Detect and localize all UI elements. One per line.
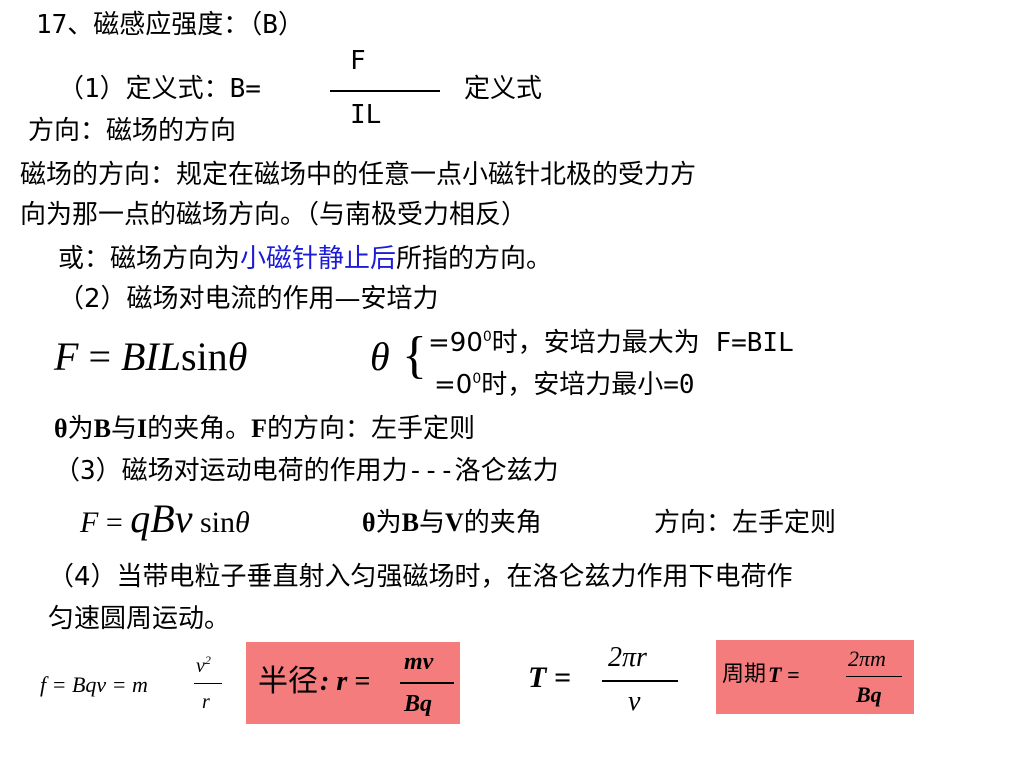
lorentz-note-B: B [401,508,419,537]
angle-note-F: F [251,414,267,443]
or-line-prefix: 或：磁场方向为 [58,244,241,274]
radius-lhs: : r = [320,666,371,697]
angle-note-t4: 的方向：左手定则 [266,414,475,444]
ampere-eq: = [88,334,111,379]
case-1-text: 时，安培力最大为 F=BIL [491,328,794,358]
period-formula-box [716,640,914,714]
angle-note-theta: θ [54,414,68,443]
case-2-degree: 0 [472,371,482,387]
period-v-denominator: v [628,686,641,717]
paragraph-line-1: 磁场的方向：规定在磁场中的任意一点小磁针北极的受力方 [20,160,697,190]
force-formula-lhs: f = Bqv = m [40,672,148,697]
direction-line: 方向：磁场的方向 [28,116,237,146]
ampere-theta: θ [227,334,248,379]
radius-denominator: Bq [404,691,433,717]
section-3-heading: （3）磁场对运动电荷的作用力---洛仑兹力 [54,456,559,486]
case-2-value: =0 [434,370,473,400]
lorentz-note-t1: 为 [375,508,402,538]
angle-note-t2: 与 [110,414,137,444]
lorentz-note-t2: 与 [418,508,445,538]
angle-note-t3: 的夹角。 [147,414,252,444]
section-2-heading: （2）磁场对电流的作用—安培力 [58,284,439,314]
or-line-suffix: 所指的方向。 [396,244,553,274]
page-title: 17、磁感应强度：（B） [36,10,304,40]
angle-note-I: I [136,414,148,443]
lorentz-theta: θ [234,506,250,539]
definition-numerator: F [350,46,366,76]
period-numerator: 2πm [848,646,886,671]
lorentz-F: F [80,506,99,539]
ampere-BIL: BIL [121,334,181,379]
section-4-line-1: （4）当带电粒子垂直射入匀强磁场时，在洛仑兹力作用下电荷作 [48,562,793,592]
lorentz-formula: F = qBv sinθ [80,499,250,542]
force-num-exponent: 2 [204,653,211,667]
case-2-text: 时，安培力最小=0 [481,370,695,400]
lorentz-q: q [130,496,151,541]
force-formula-numerator: v2 [196,648,211,678]
angle-note-B: B [93,414,111,443]
ampere-case-1: =900时，安培力最大为 F=BIL [428,322,794,358]
brace-theta: θ [370,334,390,379]
period-v-numerator: 2πr [608,642,647,673]
radius-label: 半径 [258,664,318,699]
definition-fraction-bar [330,90,440,92]
period-v-fraction-bar [602,680,678,682]
lorentz-sin: sin [199,506,235,539]
angle-note-t1: 为 [67,414,94,444]
case-1-value: =90 [428,328,483,358]
ampere-F: F [54,334,79,379]
period-label: 周期 [722,662,767,687]
ampere-case-2: =00时，安培力最小=0 [434,364,695,400]
lorentz-eq: = [105,506,123,539]
period-denominator: Bq [856,682,882,707]
lorentz-note-V: V [444,508,464,537]
period-fraction-bar [846,676,902,677]
definition-suffix: 定义式 [464,74,543,104]
period-v-lhs: T = [528,661,571,694]
lorentz-note-theta: θ [362,508,376,537]
force-fraction-bar [194,683,222,684]
force-num-v: v [196,655,205,677]
or-line-highlight: 小磁针静止后 [240,244,397,274]
force-formula-denominator: r [202,691,210,713]
section-4-line-2: 匀速圆周运动。 [48,604,231,634]
radius-fraction-bar [400,682,454,684]
left-brace: { [402,327,427,384]
lorentz-note: θ为B与V的夹角 [362,508,542,538]
lorentz-direction: 方向：左手定则 [654,508,837,538]
or-line: 或：磁场方向为小磁针静止后所指的方向。 [58,244,552,274]
radius-numerator: mv [404,649,434,675]
case-1-degree: 0 [482,329,492,345]
lorentz-note-t3: 的夹角 [463,508,542,538]
angle-note: θ为B与I的夹角。F的方向：左手定则 [54,414,475,444]
lorentz-v: v [174,496,193,541]
definition-denominator: IL [350,100,382,130]
period-lhs: T = [768,662,800,687]
lorentz-B: B [150,496,175,541]
ampere-formula: F = BILsinθ [54,334,247,380]
ampere-sin: sin [181,334,228,379]
definition-prefix: （1）定义式：B= [58,74,261,104]
paragraph-line-2: 向为那一点的磁场方向。（与南极受力相反） [20,200,528,230]
